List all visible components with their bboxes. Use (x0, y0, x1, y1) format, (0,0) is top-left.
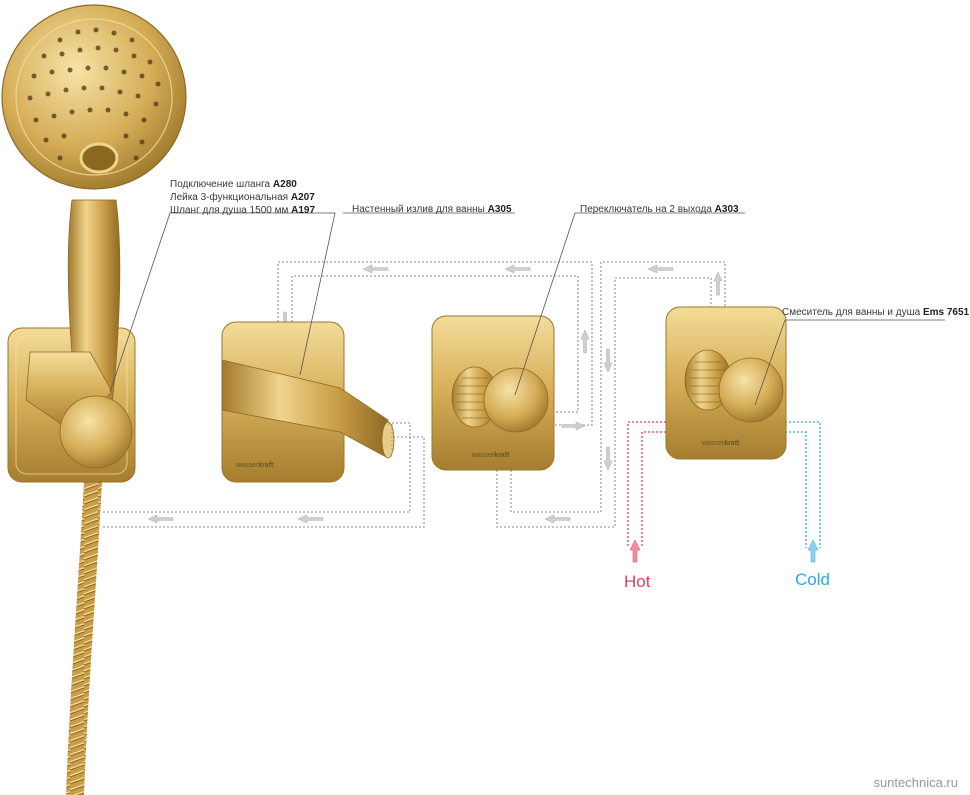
hand-shower (1, 4, 187, 795)
label-mixer: Смеситель для ванны и душа Ems 7651 (782, 307, 970, 318)
mixer-brand: wasserkraft (701, 440, 740, 447)
shower-nozzles (27, 27, 161, 161)
label-hand-shower: Лейка 3-функциональная A207 (170, 192, 315, 203)
hot-inlet-label: Hot (624, 572, 651, 591)
bath-shower-mixer: wasserkraft (665, 306, 787, 460)
label-hose-connection: Подключение шланга A280 (170, 179, 297, 190)
cold-inlet-label: Cold (795, 570, 830, 589)
label-shower-hose: Шланг для душа 1500 мм A197 (170, 205, 316, 216)
spout-brand: wasserkraft (235, 462, 274, 469)
label-bath-spout: Настенный излив для ванны A305 (352, 204, 512, 215)
label-diverter-switch: Переключатель на 2 выхода A303 (580, 204, 739, 215)
leader-lines (109, 212, 945, 406)
flow-arrows (147, 264, 723, 524)
bath-spout: wasserkraft (221, 321, 395, 483)
watermark: suntechnica.ru (873, 775, 958, 790)
inlet-arrows (629, 539, 819, 563)
switch-brand: wasserkraft (471, 452, 510, 459)
diverter-switch: wasserkraft (431, 315, 555, 471)
